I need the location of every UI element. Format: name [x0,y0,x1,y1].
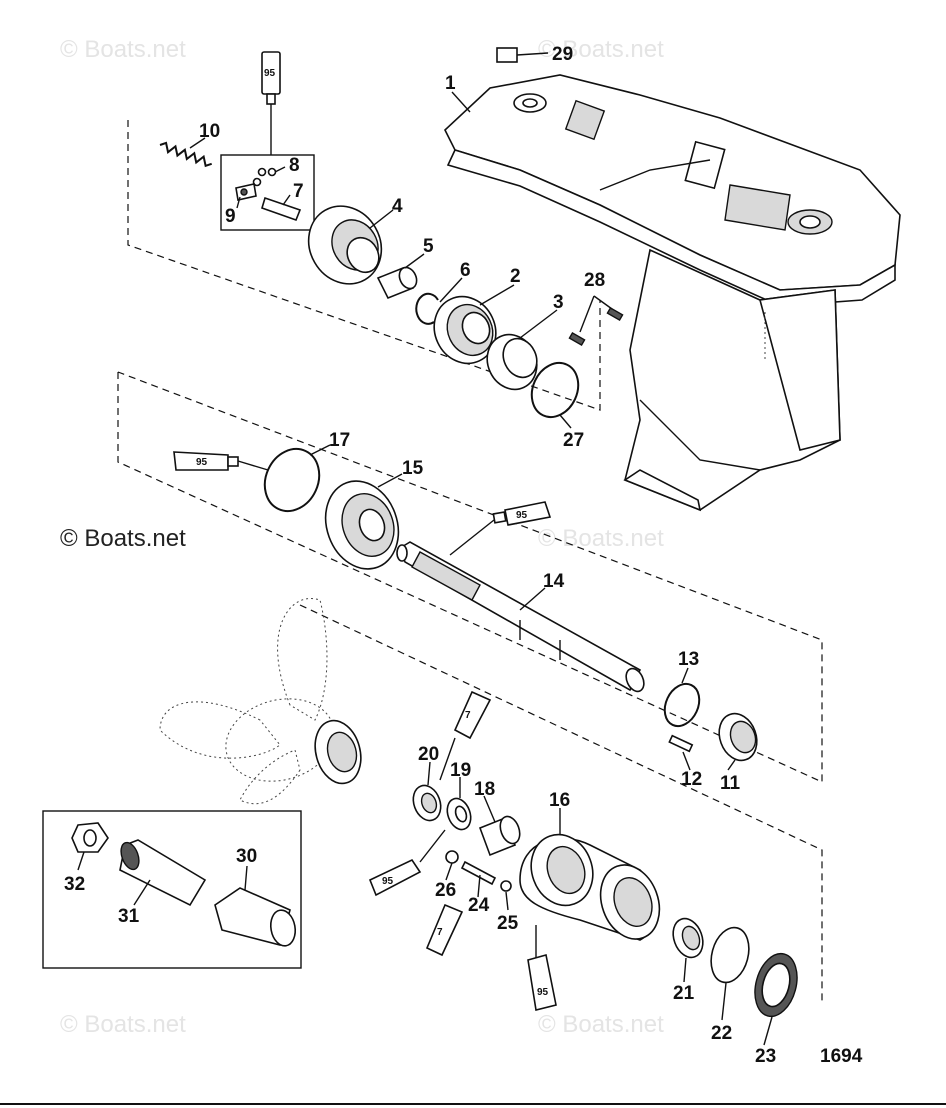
shift-cam-parts [235,167,302,222]
callout-14: 14 [543,571,565,592]
spring [159,141,213,168]
callout-11: 11 [720,773,741,794]
callout-30: 30 [236,846,257,867]
leader-29 [516,52,549,56]
propshaft-bearing-carrier [324,480,400,570]
callout-19: 19 [450,760,471,781]
callout-3: 3 [553,292,564,313]
shaft-assembly-boundary [117,371,823,783]
callout-2: 2 [510,266,521,287]
callout-23: 23 [755,1046,776,1067]
watermark-top-left: © Boats.net [60,36,186,63]
decal-plate [496,47,518,63]
callout-12: 12 [681,769,702,790]
thrust-bearing [754,952,798,1018]
callout-21: 21 [673,983,695,1004]
o-ring-upper [530,361,580,419]
callout-13: 13 [678,649,699,670]
callout-18: 18 [474,779,495,800]
leader-tube-lower [419,829,446,863]
bushing [478,815,521,857]
callout-7: 7 [293,181,304,202]
callout-16: 16 [549,790,570,811]
bearing-carrier [307,205,383,285]
callout-17: 17 [329,430,350,451]
watermark-middle-right: © Boats.net [538,525,664,552]
dowel-pins [568,306,624,347]
callout-6: 6 [460,260,471,281]
svg-text:95: 95 [537,987,549,998]
sealant-tube-7-upper: 7 [453,690,492,740]
leader-tube-left [237,460,269,471]
callout-numbers: 1 2 3 4 5 6 7 8 9 10 11 12 13 14 15 16 1… [64,44,776,1067]
sealant-tube-95-lower: 95 [368,858,422,897]
callout-8: 8 [289,155,300,176]
needle-bearing [376,266,418,300]
sealant-tube-95-bottom: 95 [527,953,557,1011]
callout-24: 24 [468,895,490,916]
callout-20: 20 [418,744,439,765]
gear-housing-carrier [519,833,661,941]
callout-10: 10 [199,121,220,142]
o-ring-carrier [263,447,321,513]
retaining-ring [415,292,439,325]
gear-housing [444,74,901,512]
watermark-top-right: © Boats.net [538,36,664,63]
svg-text:95: 95 [196,457,208,468]
retaining-ring-13 [663,682,701,728]
pinion-gear [433,295,497,365]
svg-text:95: 95 [382,876,394,887]
thrust-washer [710,926,750,984]
watermark-main: © Boats.net [60,525,186,552]
sliding-clutch [718,712,758,762]
callout-32: 32 [64,874,85,895]
propeller [159,598,362,805]
watermark-bottom-left: © Boats.net [60,1011,186,1038]
sealant-tube-95-top: 95 [261,51,281,105]
shift-parts-box [220,154,315,231]
svg-text:95: 95 [516,510,528,521]
callout-27: 27 [563,430,584,451]
callout-31: 31 [118,906,140,927]
callout-9: 9 [225,206,236,227]
thrust-hub [119,839,207,907]
svg-text:7: 7 [437,927,443,938]
callout-25: 25 [497,913,519,934]
diagram-id: 1694 [820,1046,863,1067]
callout-26: 26 [435,880,456,901]
svg-text:95: 95 [264,68,276,79]
callout-5: 5 [423,236,434,257]
sealant-tube-95-shaft: 95 [492,501,552,526]
callout-leaders [77,91,773,1046]
lower-assembly-boundary [299,604,823,1005]
sealant-tube-95-left: 95 [173,451,239,471]
leader-tube-7-upper [439,737,456,781]
callout-29: 29 [552,44,573,65]
leader-tube-shaft [449,519,495,556]
callout-15: 15 [402,458,424,479]
prop-hardware-box [42,810,302,969]
callout-22: 22 [711,1023,732,1044]
drive-sleeve [214,887,297,947]
propeller-shaft [396,541,645,693]
sealant-tube-7-lower: 7 [425,903,464,957]
cross-pin [668,734,694,753]
upper-assembly-boundary [127,120,601,411]
svg-text:7: 7 [465,710,471,721]
callout-28: 28 [584,270,605,291]
bearing-race [486,333,538,391]
prop-nut [71,822,109,853]
callout-1: 1 [445,73,456,94]
watermark-bottom-right: © Boats.net [538,1011,664,1038]
callout-4: 4 [392,196,403,217]
